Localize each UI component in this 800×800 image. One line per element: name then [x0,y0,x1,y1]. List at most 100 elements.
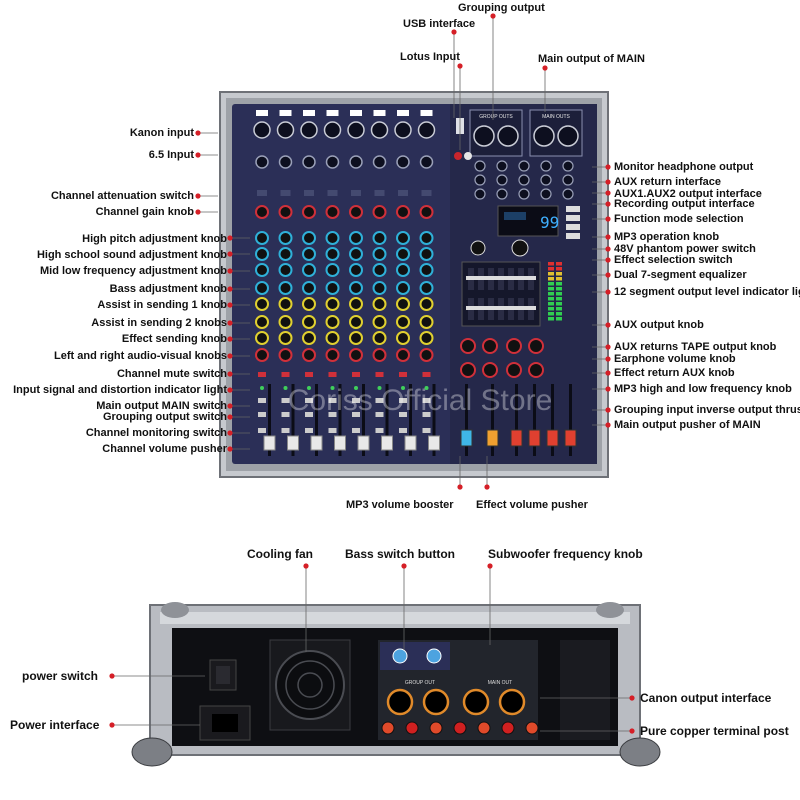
attenuation-switch[interactable] [421,190,432,196]
aux-jack[interactable] [518,188,530,200]
master-knob[interactable] [460,338,476,354]
aux-jack[interactable] [474,160,486,172]
channel-knob[interactable] [349,331,363,345]
function-button[interactable] [566,215,580,221]
channel-knob[interactable] [419,247,434,261]
eq-slider-cap[interactable] [496,276,506,280]
group-out-xlr-1[interactable] [473,125,495,147]
channel-knob[interactable] [372,281,387,295]
main-out-xlr-2[interactable] [557,125,579,147]
eq-slider-cap[interactable] [496,306,506,310]
master-fader-cap[interactable] [460,429,473,447]
eq-slider-cap[interactable] [486,276,496,280]
eq-slider-cap[interactable] [486,306,496,310]
mute-switch[interactable] [328,372,337,377]
mute-switch[interactable] [352,372,360,377]
rca-white[interactable] [464,152,472,160]
channel-knob[interactable] [349,263,363,277]
master-fader-cap[interactable] [510,429,523,447]
channel-knob[interactable] [278,331,293,345]
aux-jack[interactable] [474,188,486,200]
master-knob[interactable] [528,362,544,378]
channel-knob[interactable] [396,263,410,277]
channel-knob[interactable] [396,348,410,362]
main-switch[interactable] [281,398,290,403]
monitor-switch[interactable] [352,428,360,433]
channel-knob[interactable] [302,263,316,277]
xlr-input[interactable] [253,121,271,139]
main-switch[interactable] [258,398,266,403]
aux-jack[interactable] [540,188,552,200]
channel-knob[interactable] [419,281,434,295]
function-button[interactable] [566,206,580,212]
channel-knob[interactable] [419,263,434,277]
channel-knob[interactable] [255,315,269,329]
eq-slider-cap[interactable] [516,276,526,280]
master-knob[interactable] [460,362,476,378]
xlr-input[interactable] [394,121,412,139]
channel-knob[interactable] [255,247,269,261]
terminal-post[interactable] [477,721,491,735]
channel-knob[interactable] [419,348,434,362]
channel-knob[interactable] [396,281,410,295]
channel-knob[interactable] [349,281,363,295]
channel-fader-cap[interactable] [287,435,299,451]
jack-input[interactable] [278,155,293,169]
master-fader-cap[interactable] [564,429,577,447]
channel-knob[interactable] [255,263,269,277]
channel-knob[interactable] [325,348,340,362]
monitor-switch[interactable] [328,428,337,433]
channel-knob[interactable] [325,247,340,261]
main-switch[interactable] [399,398,407,403]
eq-slider-cap[interactable] [476,276,486,280]
mute-switch[interactable] [281,372,290,377]
group-switch[interactable] [305,412,313,417]
channel-fader-cap[interactable] [263,435,276,451]
channel-knob[interactable] [278,263,293,277]
mp3-operation-knob[interactable] [511,239,529,257]
terminal-post[interactable] [453,721,467,735]
channel-knob[interactable] [419,231,434,245]
channel-knob[interactable] [419,331,434,345]
jack-input[interactable] [349,155,363,169]
channel-knob[interactable] [325,297,340,311]
eq-slider-cap[interactable] [506,306,516,310]
canon-output[interactable] [386,688,414,716]
mute-switch[interactable] [375,372,384,377]
channel-knob[interactable] [255,231,269,245]
channel-knob[interactable] [255,348,269,362]
channel-knob[interactable] [278,205,293,219]
channel-knob[interactable] [372,348,387,362]
canon-output[interactable] [422,688,450,716]
attenuation-switch[interactable] [327,190,338,196]
eq-slider-cap[interactable] [516,306,526,310]
canon-output[interactable] [462,688,490,716]
xlr-input[interactable] [323,121,342,139]
main-switch[interactable] [422,398,431,403]
aux-jack[interactable] [562,188,574,200]
channel-knob[interactable] [302,231,316,245]
channel-knob[interactable] [325,281,340,295]
aux-jack[interactable] [496,188,508,200]
mute-switch[interactable] [305,372,313,377]
xlr-input[interactable] [347,121,365,139]
xlr-input[interactable] [276,121,295,139]
eq-slider-cap[interactable] [526,276,536,280]
channel-knob[interactable] [302,281,316,295]
power-switch-rocker[interactable] [216,666,230,684]
channel-knob[interactable] [372,231,387,245]
channel-knob[interactable] [349,247,363,261]
channel-knob[interactable] [302,315,316,329]
channel-knob[interactable] [396,315,410,329]
eq-slider-cap[interactable] [466,306,476,310]
mute-switch[interactable] [399,372,407,377]
terminal-post[interactable] [405,721,419,735]
monitor-switch[interactable] [258,428,266,433]
master-fader-cap[interactable] [546,429,559,447]
mute-switch[interactable] [422,372,431,377]
aux-jack[interactable] [496,174,508,186]
channel-knob[interactable] [325,231,340,245]
aux-jack[interactable] [562,160,574,172]
aux-jack[interactable] [518,160,530,172]
monitor-switch[interactable] [375,428,384,433]
